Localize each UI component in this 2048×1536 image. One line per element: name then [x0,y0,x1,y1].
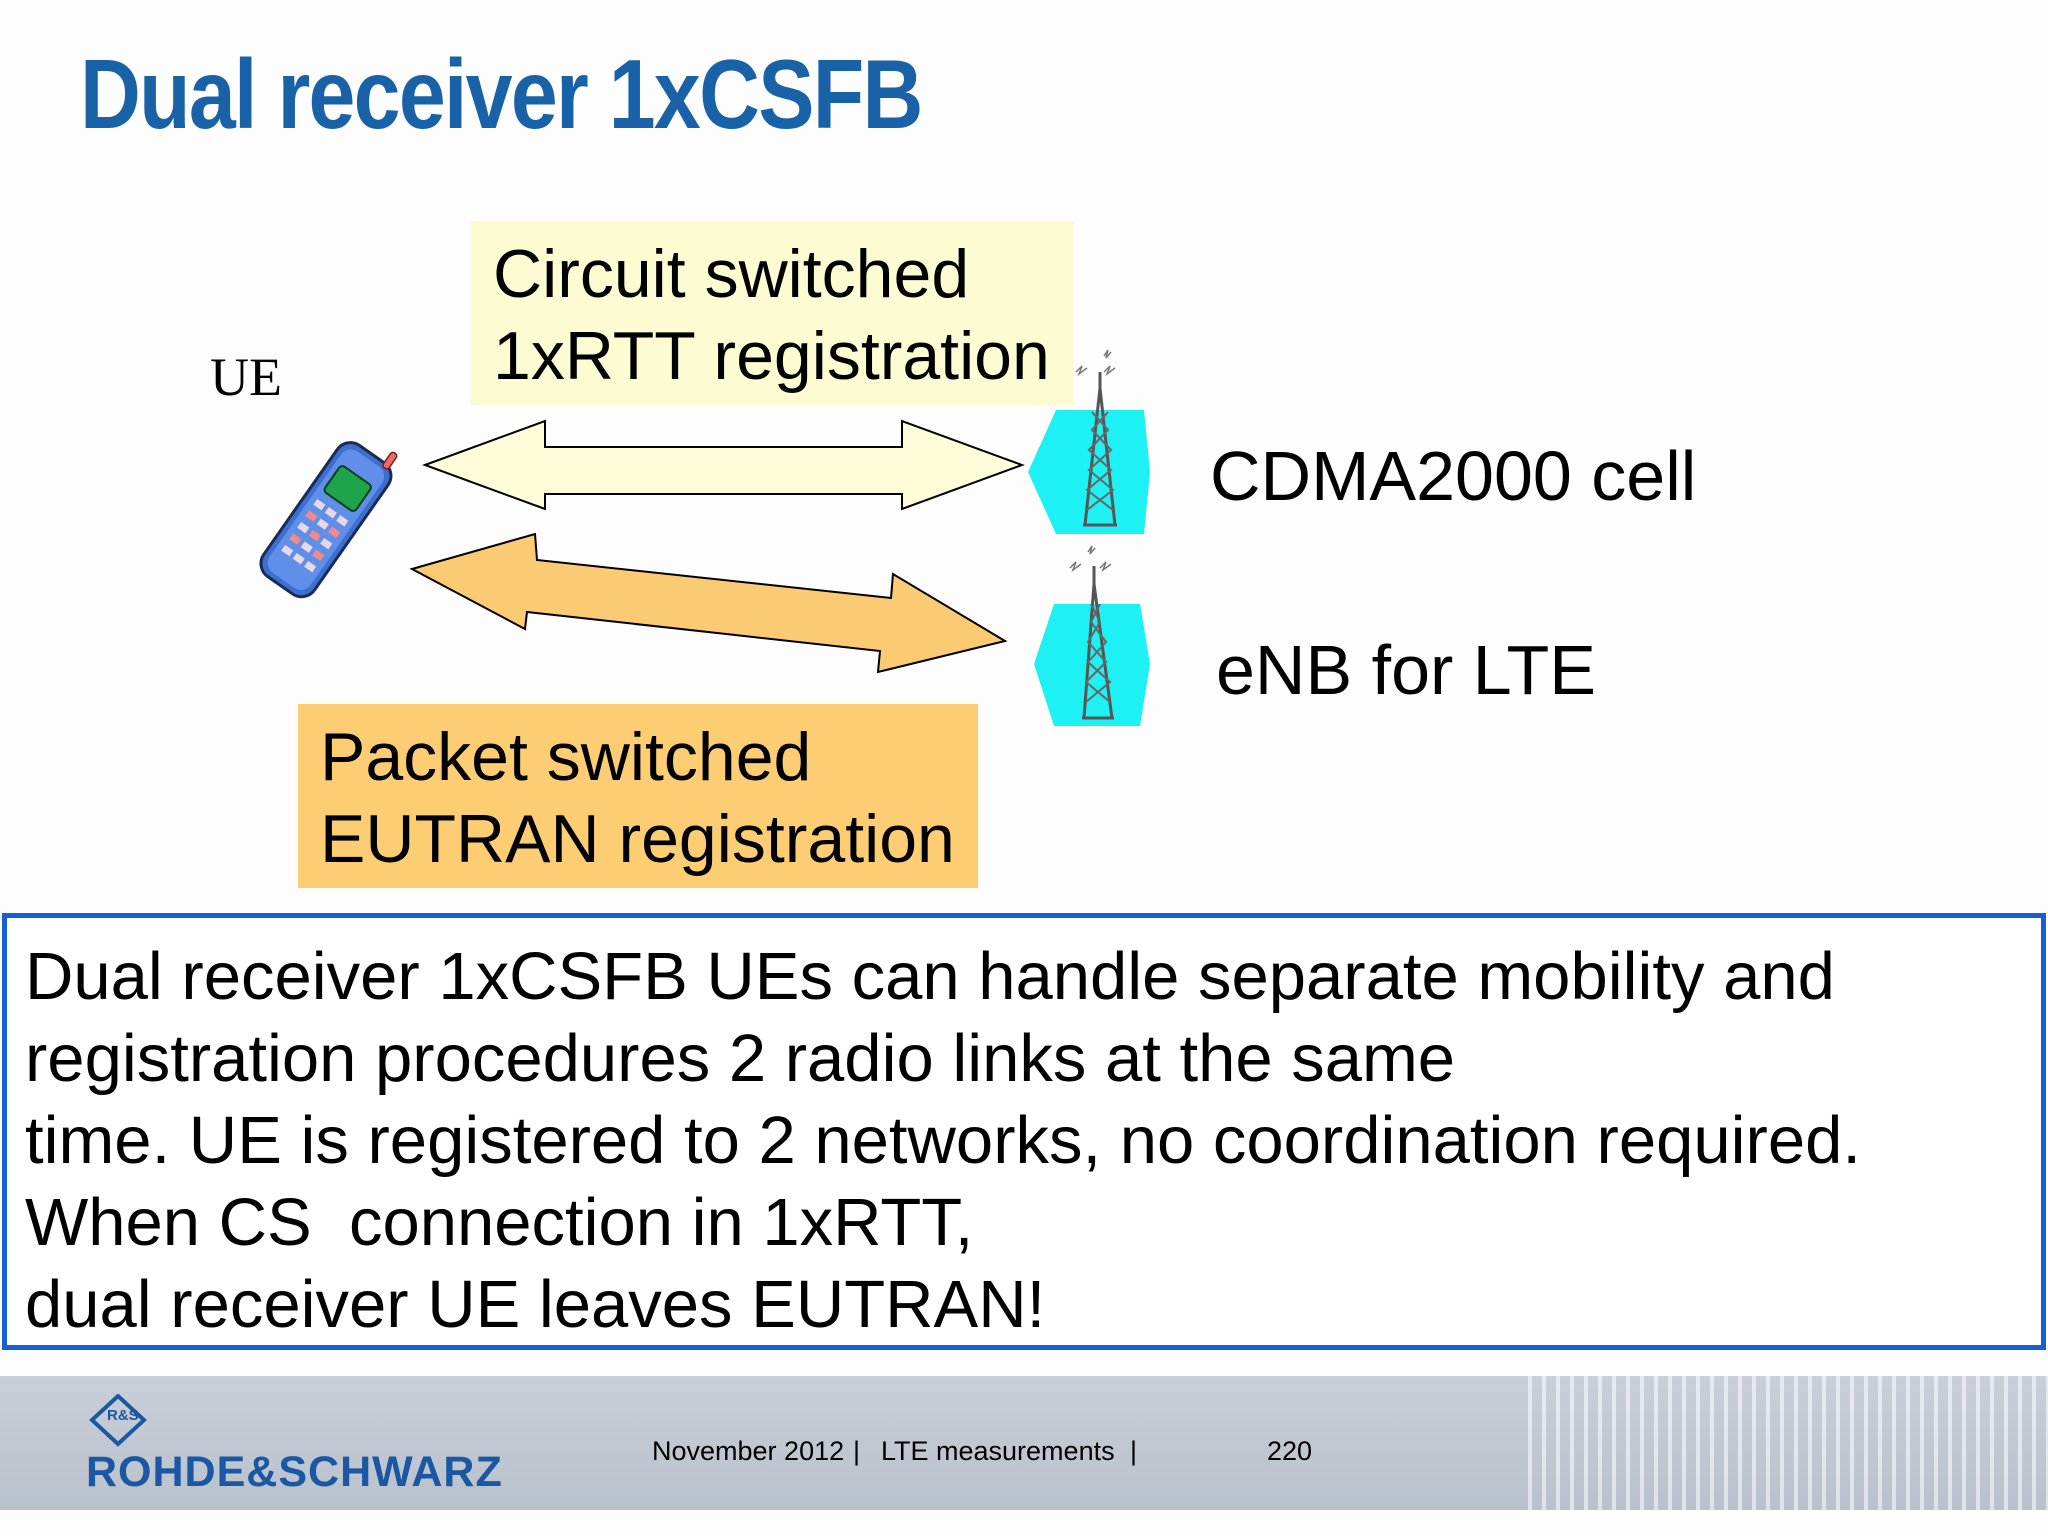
brand-name: ROHDE&SCHWARZ [86,1448,503,1496]
cdma2000-cell-label: CDMA2000 cell [1210,437,1697,515]
info-line-5: dual receiver UE leaves EUTRAN! [25,1267,1046,1342]
enb-label: eNB for LTE [1216,631,1596,709]
footer-separator: | [853,1436,861,1466]
footer-date: November 2012 [652,1436,845,1466]
logo-letters: R&S [107,1407,139,1424]
packet-switched-line1: Packet switched [320,719,812,795]
footer-topic: LTE measurements [881,1436,1115,1466]
cdma-tower-icon [1028,349,1150,534]
packet-switched-arrow [409,532,1008,674]
circuit-switched-line1: Circuit switched [493,236,970,312]
slide-title: Dual receiver 1xCSFB [80,39,923,149]
info-line-3: time. UE is registered to 2 networks, no… [25,1103,1861,1178]
ue-label: UE [210,347,282,407]
info-line-1: Dual receiver 1xCSFB UEs can handle sepa… [25,939,1835,1014]
packet-switched-box: Packet switched EUTRAN registration [298,704,978,888]
footer: R&S ROHDE&SCHWARZ November 2012 | LTE me… [0,1376,2048,1510]
diagram [259,349,1150,726]
page-number: 220 [1267,1436,1313,1466]
rohde-schwarz-logo-icon: R&S [89,1394,147,1447]
enb-tower-icon [1034,545,1150,726]
mobile-phone-icon [259,441,398,599]
circuit-switched-box: Circuit switched 1xRTT registration [471,221,1074,405]
info-line-4: When CS connection in 1xRTT, [25,1185,974,1260]
info-line-2: registration procedures 2 radio links at… [25,1021,1456,1096]
circuit-switched-line2: 1xRTT registration [493,318,1050,394]
circuit-switched-arrow [422,419,1025,511]
packet-switched-line2: EUTRAN registration [320,801,955,877]
footer-separator-2: | [1130,1436,1138,1466]
info-box: Dual receiver 1xCSFB UEs can handle sepa… [2,913,2046,1350]
footer-stripes [1528,1376,2048,1510]
